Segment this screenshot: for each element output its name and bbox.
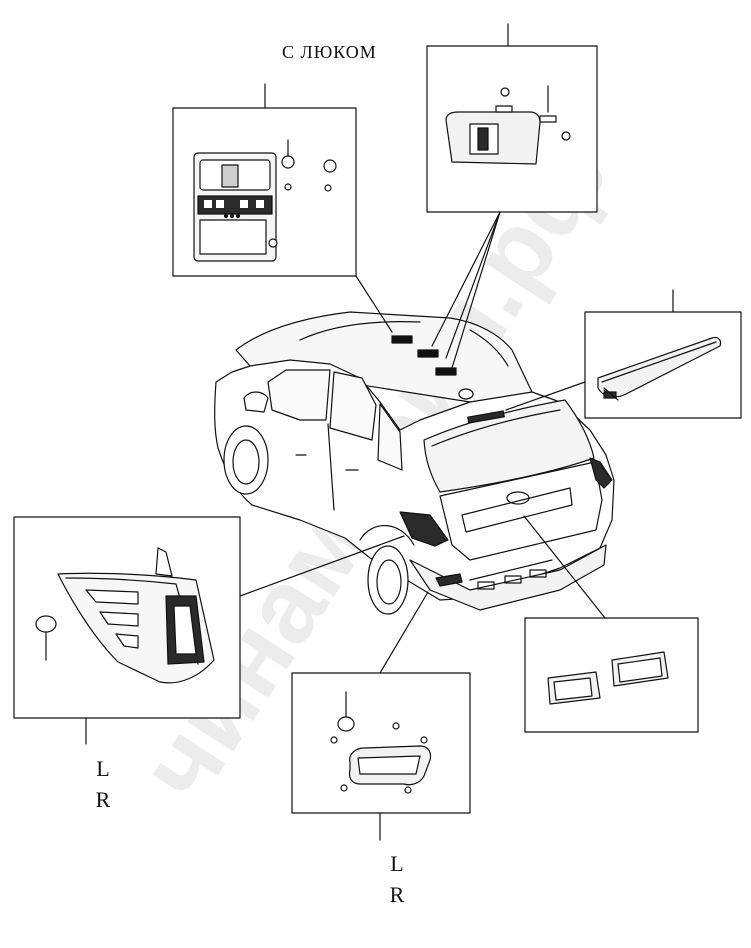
diagram-title: С ЛЮКОМ — [282, 42, 377, 62]
fog-lamp-side-labels: L R — [387, 848, 407, 910]
roof-lamp-box — [426, 23, 598, 369]
high-stop-lamp-box — [505, 289, 742, 419]
license-lamp-box — [523, 515, 699, 733]
rear-fog-lamp-box — [291, 591, 471, 841]
overhead-console-box — [172, 83, 393, 333]
left-side-label: L — [96, 756, 110, 781]
tail-lamp-box — [13, 516, 405, 745]
car-illustration — [214, 311, 615, 615]
right-side-label: R — [389, 882, 405, 907]
left-side-label: L — [390, 851, 404, 876]
tail-lamp-side-labels: L R — [93, 753, 113, 815]
right-side-label: R — [95, 787, 111, 812]
